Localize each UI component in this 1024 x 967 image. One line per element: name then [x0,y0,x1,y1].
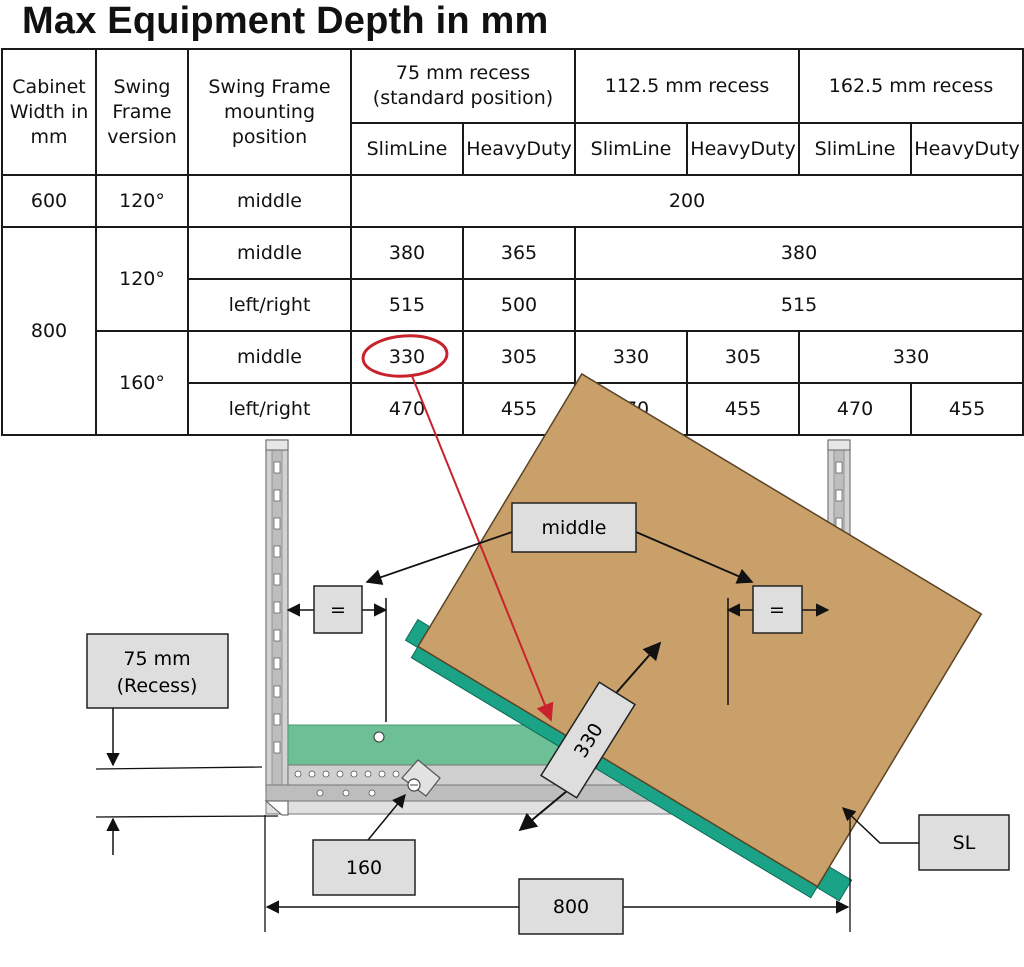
table-row: 600 120° middle 200 [1,174,1024,228]
page-title: Max Equipment Depth in mm [22,0,549,42]
subheader-heavyduty: HeavyDuty [910,122,1024,176]
middle-arrow-left [365,531,513,585]
hinge [401,759,441,797]
recess-word-label: (Recess) [117,675,198,697]
header-recess-162: 162.5 mm recess [798,48,1024,124]
cell-value: 455 [910,382,1024,436]
subheader-slimline: SlimLine [350,122,464,176]
cell-value: 305 [461,330,577,384]
cell-version: 120° [95,226,189,332]
equal-right-label: = [769,599,785,621]
cell-value: 515 [574,278,1024,332]
cell-position: middle [187,330,352,384]
sl-arrow [842,807,919,844]
recess-callout: 75 mm (Recess) [86,633,229,709]
cell-version: 160° [95,330,189,436]
subheader-heavyduty: HeavyDuty [461,122,577,176]
header-swing-frame-version: Swing Frame version [95,48,189,176]
table-row: left/right 470 455 470 455 470 455 [2,382,1024,436]
recess-extension-line [95,815,279,818]
max-depth-table: Cabinet Width in mm Swing Frame version … [1,48,1024,436]
cell-width: 800 [1,226,97,436]
header-recess-75: 75 mm recess (standard position) [349,48,577,124]
recess-value-label: 75 mm [123,648,190,670]
cell-value: 470 [798,382,913,436]
subheader-slimline: SlimLine [574,122,689,176]
header-recess-112: 112.5 mm recess [574,48,801,124]
cell-position: left/right [187,278,352,332]
depth-label-box: 330 [540,681,636,799]
left-rail [265,439,289,793]
mounting-hole [373,731,385,743]
cell-position: left/right [187,382,352,436]
angle-label: 160 [346,857,382,879]
cell-value: 365 [461,226,577,280]
recess-extension-line [95,766,263,770]
cell-width: 600 [1,174,97,228]
middle-callout: middle [511,502,637,553]
cell-version: 120° [95,174,189,228]
middle-arrow-right [635,531,754,584]
rotated-equipment-assembly [404,372,983,902]
cell-value: 330 [798,330,1024,384]
highlight-arrow [411,375,554,722]
middle-label: middle [542,517,607,539]
cell-value: 200 [349,174,1024,228]
depth-arrow [609,641,662,701]
angle-arrow [367,793,406,841]
header-mounting-position: Swing Frame mounting position [187,48,352,176]
subheader-slimline: SlimLine [798,122,913,176]
sl-callout: SL [918,814,1010,871]
cell-value: 515 [350,278,464,332]
header-cabinet-width: Cabinet Width in mm [1,48,97,176]
cell-value: 500 [461,278,577,332]
equal-left-callout: = [313,585,363,634]
table-row: 800 120° middle 380 365 380 [1,226,1024,436]
sl-label: SL [953,832,976,854]
cell-value: 380 [574,226,1024,280]
cell-position: middle [187,226,352,280]
highlight-ellipse [361,334,449,378]
angle-callout: 160 [312,839,416,896]
cell-value: 380 [350,226,464,280]
cell-position: middle [187,174,352,228]
equipment-box [416,372,983,888]
equal-right-callout: = [752,585,803,634]
subheader-heavyduty: HeavyDuty [686,122,801,176]
cell-value: 305 [686,330,801,384]
cell-value: 470 [350,382,464,436]
width-label: 800 [553,896,589,918]
width-callout: 800 [518,878,624,935]
cell-value: 330 [574,330,689,384]
table-row: left/right 515 500 515 [2,278,1024,332]
cell-value: 455 [686,382,801,436]
equal-left-label: = [330,599,346,621]
